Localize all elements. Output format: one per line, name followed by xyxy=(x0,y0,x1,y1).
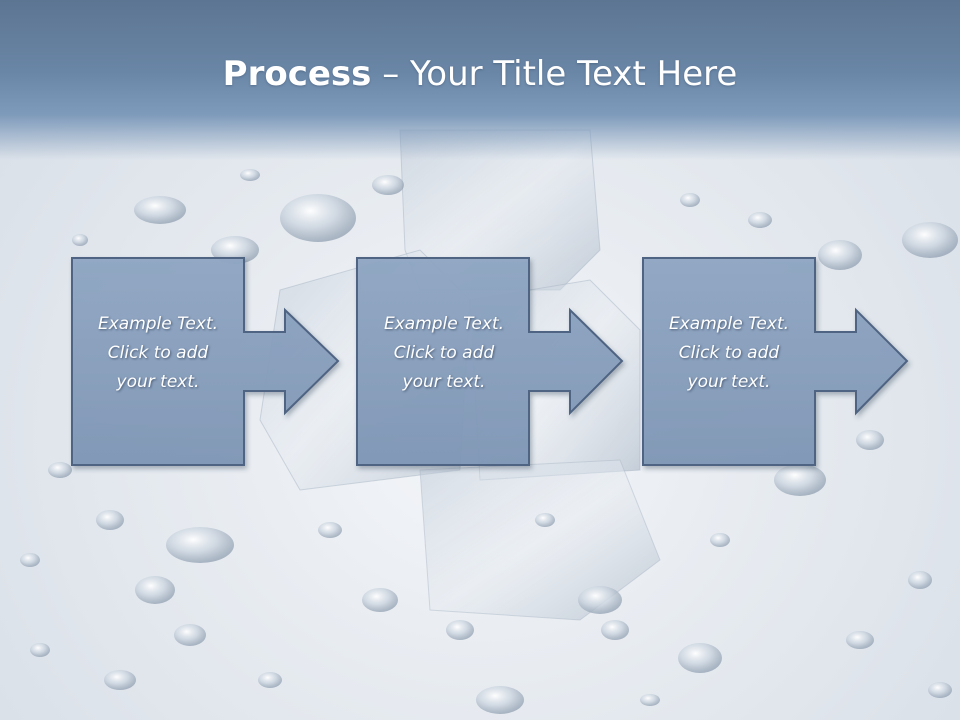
header-band xyxy=(0,0,960,160)
title-bold: Process xyxy=(222,54,372,94)
process-step-3-shape[interactable] xyxy=(642,257,909,466)
title-separator: – xyxy=(371,54,411,94)
process-step-1-shape[interactable] xyxy=(71,257,340,466)
slide-title[interactable]: Process – Your Title Text Here xyxy=(0,50,960,98)
process-step-1-text[interactable]: Example Text. Click to add your text. xyxy=(97,314,219,392)
process-step-2-shape[interactable] xyxy=(356,257,624,466)
title-rest: Your Title Text Here xyxy=(410,54,738,94)
process-step-2-text[interactable]: Example Text. Click to add your text. xyxy=(383,314,505,392)
water-droplets xyxy=(20,169,958,714)
process-step-3-text[interactable]: Example Text. Click to add your text. xyxy=(668,314,790,392)
